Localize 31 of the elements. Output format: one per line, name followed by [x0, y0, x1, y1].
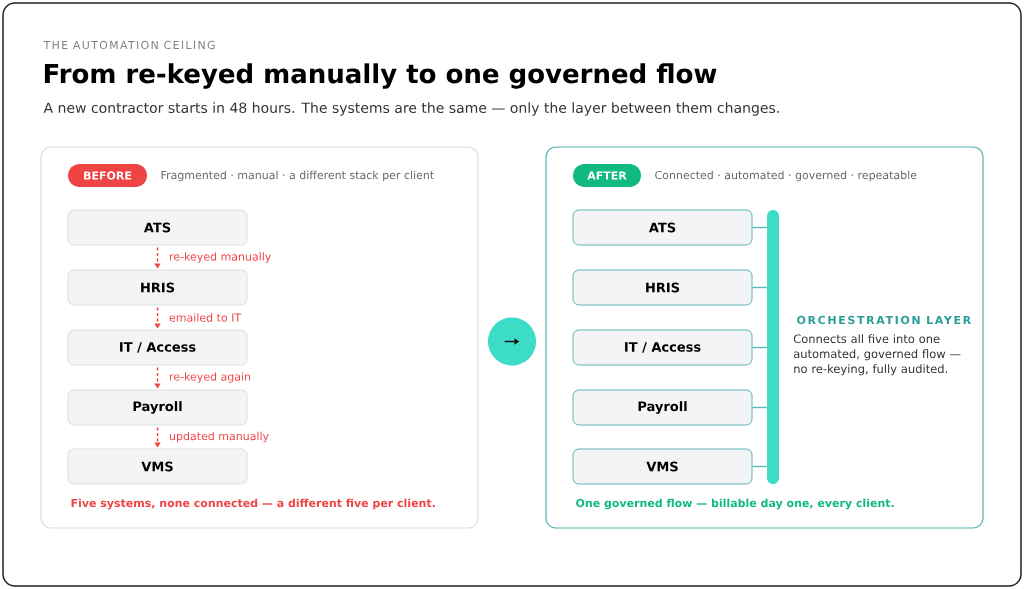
panel-tagline: Connected · automated · governed · repeatable	[655, 170, 917, 182]
connector-line	[751, 406, 768, 409]
connector-line	[751, 286, 768, 289]
layer-heading: ORCHESTRATION LAYER	[797, 315, 971, 325]
system-box: HRIS	[67, 269, 248, 306]
panel-conclusion: One governed flow — billable day one, every client.	[576, 498, 894, 510]
system-box: HRIS	[572, 269, 753, 306]
panel-conclusion: Five systems, none connected — a different five per client.	[71, 498, 435, 510]
system-box: VMS	[67, 448, 248, 485]
arrow	[488, 317, 536, 366]
edge-label: re-keyed again	[170, 372, 251, 383]
connector-line	[751, 465, 768, 468]
eyebrow: THE AUTOMATION CEILING	[43, 40, 215, 50]
system-box: IT / Access	[572, 329, 753, 366]
edge-label: re-keyed manually	[170, 252, 271, 263]
system-box: Payroll	[67, 389, 248, 426]
system-box: ATS	[67, 209, 248, 246]
system-box: Payroll	[572, 389, 753, 426]
edge-label: updated manually	[170, 431, 269, 443]
edge-label: emailed to IT	[169, 313, 242, 322]
layer-description: Connects all five into one automated, governed flow — no re-keying, fully audited.	[793, 334, 961, 376]
panel-tagline: Fragmented · manual · a different stack per client	[161, 170, 434, 182]
system-box: IT / Access	[67, 329, 248, 366]
status-badge: AFTER	[573, 164, 641, 187]
system-box: VMS	[572, 448, 753, 485]
subtitle: A new contractor starts in 48 hours. The systems are the same — only the layer between them changes.	[43, 102, 779, 116]
connector-line	[751, 226, 768, 229]
title: From re-keyed manually to one governed flow	[44, 63, 717, 89]
system-box: ATS	[572, 209, 753, 246]
connector-line	[751, 346, 768, 349]
status-badge: BEFORE	[68, 164, 147, 187]
